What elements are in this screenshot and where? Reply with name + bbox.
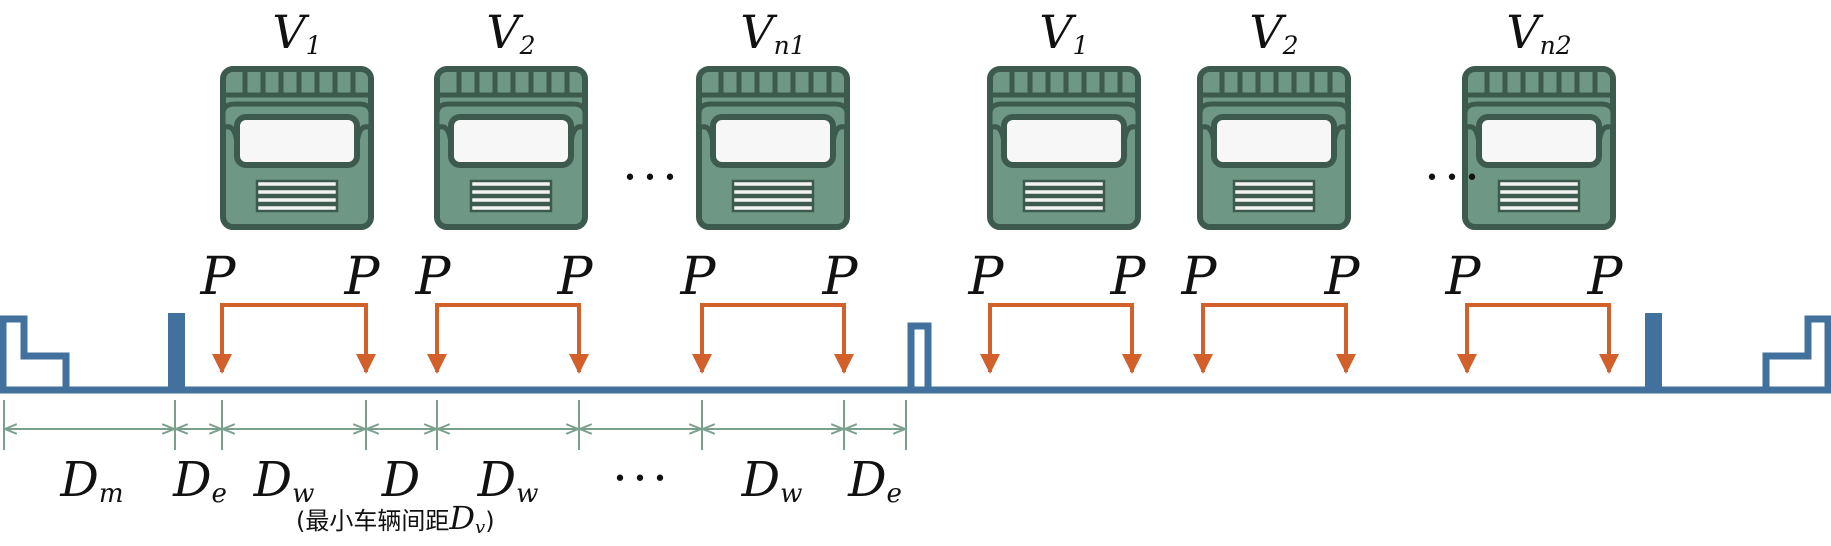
load-label: P [1324,247,1361,307]
load-label: P [200,247,237,307]
load-label: P [1110,247,1147,307]
vehicle-label: V1 [1039,5,1088,60]
dimension-label: Dw [741,452,803,509]
load-label: P [968,247,1005,307]
vehicle-icon [699,69,847,227]
vehicle-label: Vn2 [1506,5,1571,60]
right-pier [1645,313,1662,393]
load-label: P [1181,247,1218,307]
load-label: P [1445,247,1482,307]
load-label: P [1587,247,1624,307]
load-label: P [557,247,594,307]
dimension-label: Dm [59,452,123,509]
load-label: P [822,247,859,307]
vehicle-icon [1200,69,1348,227]
vehicle-label: Vn1 [740,5,805,60]
vehicle-icon [1465,69,1613,227]
load-label: P [344,247,381,307]
load-label: P [680,247,717,307]
vehicle-label: V2 [486,5,535,60]
dimension-label: De [847,452,902,509]
vehicle-label: V1 [272,5,321,60]
dimension-label: De [172,452,227,509]
dimension-label: Dw [477,452,539,509]
load-label: P [415,247,452,307]
vehicle-label: V2 [1249,5,1298,60]
vehicle-ellipsis: • • • [1426,166,1479,191]
bridge-deck [0,315,1831,394]
vehicle-ellipsis: • • • [624,166,677,191]
dimension-label: D [381,452,420,508]
left-pier [168,313,185,393]
vehicle-icon [223,69,371,227]
dimension-ellipsis: • • • [614,467,667,492]
vehicle-icon [437,69,585,227]
dimension-label: Dw [253,452,315,509]
vehicle-icon [990,69,1138,227]
